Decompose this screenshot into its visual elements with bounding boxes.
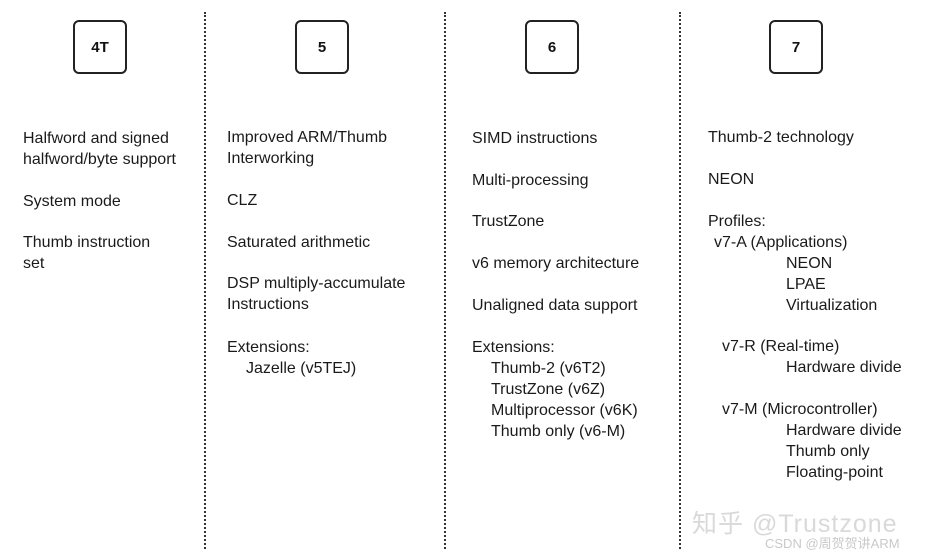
version-box-5: 5 [295, 20, 349, 74]
feature-item: NEON [708, 171, 755, 188]
feature-item: Halfword and signed halfword/byte suppor… [23, 130, 176, 168]
feature-item: TrustZone [472, 213, 545, 230]
feature-item: Profiles: v7-A (Applications) NEON LPAE … [708, 213, 878, 314]
feature-item: Multi-processing [472, 172, 589, 189]
feature-item: SIMD instructions [472, 130, 598, 147]
feature-item: v7-M (Microcontroller) Hardware divide T… [722, 401, 902, 481]
feature-item: Thumb instruction set [23, 234, 151, 272]
feature-item: Unaligned data support [472, 297, 638, 314]
version-box-6: 6 [525, 20, 579, 74]
column-divider [679, 12, 681, 549]
feature-item: v6 memory architecture [472, 255, 640, 272]
version-box-7: 7 [769, 20, 823, 74]
feature-item: Extensions: Jazelle (v5TEJ) [227, 339, 357, 377]
feature-item: CLZ [227, 192, 258, 209]
feature-item: Thumb-2 technology [708, 129, 854, 146]
feature-item: Extensions: Thumb-2 (v6T2) TrustZone (v6… [472, 339, 638, 440]
version-box-4t: 4T [73, 20, 127, 74]
column-divider [444, 12, 446, 549]
feature-item: Saturated arithmetic [227, 234, 371, 251]
watermark-csdn: CSDN @周贺贺讲ARM [765, 536, 900, 551]
feature-item: Improved ARM/Thumb Interworking [227, 129, 388, 167]
feature-item: v7-R (Real-time) Hardware divide [722, 338, 902, 376]
watermark-zhihu: 知乎 @Trustzone [692, 510, 898, 538]
column-divider [204, 12, 206, 549]
feature-item: DSP multiply-accumulate Instructions [227, 275, 406, 313]
feature-item: System mode [23, 193, 121, 210]
